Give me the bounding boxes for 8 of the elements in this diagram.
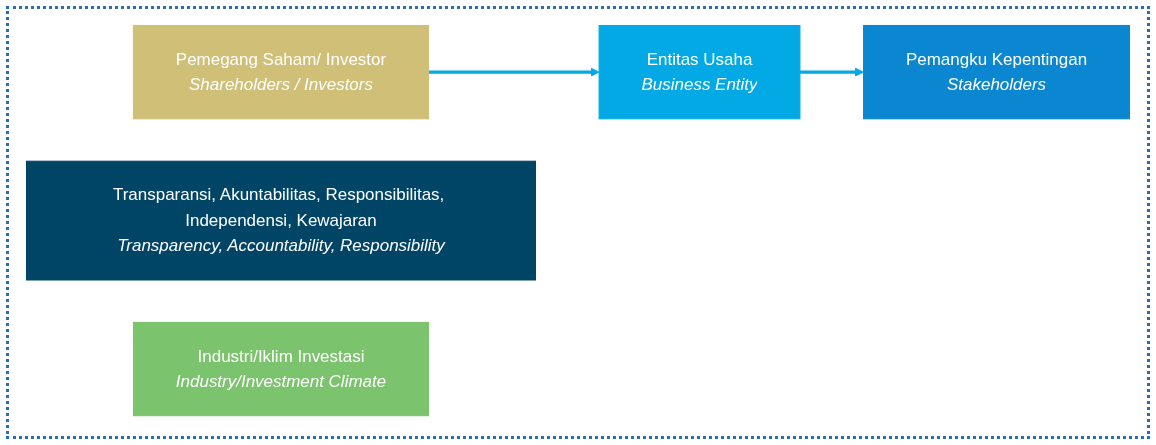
dotted-frame: Pemegang Saham/ Investor Shareholders / Investors Entitas Usaha Business Entity Pemangku Kepentingan Stakeholders Transparansi, Akuntabilitas, Responsibilitas, Independensi, Kewajaran Transparency, Accountability, Responsibility Industri/Iklim Investasi Industry/Investment Climate [6,6,1150,439]
node-box [25,160,536,281]
node-box [863,24,1131,120]
node-box [598,24,801,120]
node-box [132,321,430,417]
node-box [132,24,430,120]
arrow [799,67,864,77]
arrow [428,67,600,77]
